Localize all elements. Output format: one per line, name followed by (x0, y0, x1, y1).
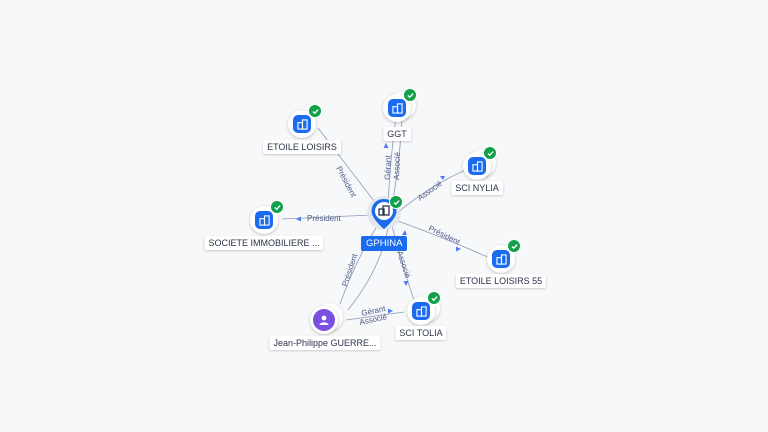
verified-check-icon (507, 239, 521, 253)
edge-gphina-sci-tolia (391, 225, 415, 301)
verified-check-icon (270, 200, 284, 214)
node-label[interactable]: Jean-Philippe GUERRE... (269, 336, 381, 350)
building-icon (288, 110, 316, 138)
verified-check-icon (483, 146, 497, 160)
verified-check-icon (427, 291, 441, 305)
center-node-label[interactable]: GPHINA (361, 236, 408, 251)
center-node-gphina[interactable] (367, 193, 403, 233)
edge-label: Président (334, 165, 358, 200)
edge-arrow (403, 281, 409, 286)
edge-arrow (388, 308, 393, 314)
edge-label: Associé (395, 250, 412, 280)
edge-gphina-sci-nylia (395, 167, 471, 215)
edge-gphina-etoile-loisirs-55 (397, 220, 493, 260)
node-label[interactable]: ETOILE LOISIRS (263, 140, 341, 154)
verified-check-icon (389, 195, 403, 209)
node-label[interactable]: SOCIETE IMMOBILIERE ... (204, 236, 324, 250)
person-icon (310, 306, 338, 334)
edge-arrow (456, 246, 461, 252)
node-label[interactable]: SCI NYLIA (451, 181, 503, 195)
edge-arrow (440, 176, 445, 180)
edge-label: Président (427, 224, 462, 247)
edge-jean-philippe-gphina (339, 227, 377, 305)
node-label[interactable]: ETOILE LOISIRS 55 (455, 274, 547, 288)
edge-label: Président (340, 252, 359, 288)
edge-arrow (296, 216, 301, 222)
verified-check-icon (308, 104, 322, 118)
edge-label: Président (307, 214, 342, 223)
edge-label: Gérant (383, 155, 393, 181)
node-label[interactable]: SCI TOLIA (395, 326, 447, 340)
node-label[interactable]: GGT (383, 127, 411, 141)
edge-label: Associé (416, 179, 444, 203)
building-icon (383, 94, 411, 122)
edge-arrow (402, 230, 407, 235)
edge-arrow (383, 143, 389, 148)
edge-label: Associé (392, 151, 402, 180)
edge-jean-philippe-sci-tolia (345, 311, 405, 321)
verified-check-icon (403, 88, 417, 102)
edge-gphina-societe-immobiliere (281, 214, 373, 220)
